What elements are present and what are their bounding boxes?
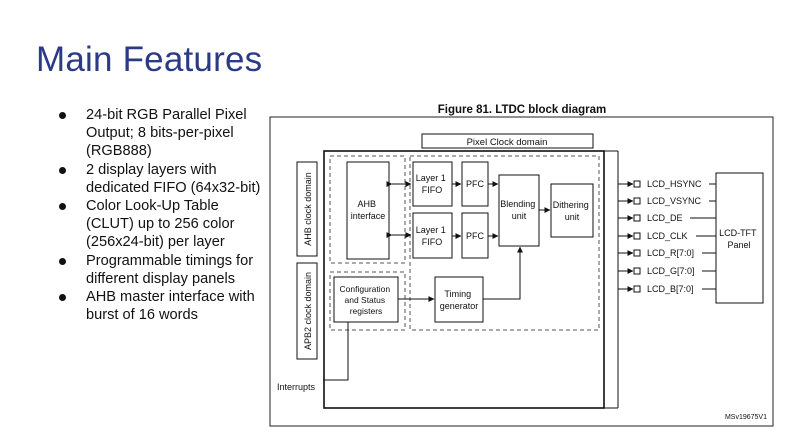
ltdc-main-box <box>323 150 605 409</box>
config-label-line: Configuration <box>340 284 391 294</box>
ahb-interface-line: interface <box>351 211 386 221</box>
slide-title: Main Features <box>36 40 263 79</box>
dithering-label-line: unit <box>565 212 580 222</box>
feature-text: AHB master interface with burst of 16 wo… <box>86 289 255 324</box>
dithering-label-line: Dithering <box>553 200 589 210</box>
output-bus <box>604 150 634 409</box>
timing-generator-label: Timing generator <box>440 289 479 311</box>
bullet-dot-icon <box>59 203 66 211</box>
figure-ref-code: MSv19675V1 <box>725 414 767 421</box>
apb2-domain-region <box>329 271 406 331</box>
dithering-unit-block <box>550 183 594 238</box>
signal-g: LCD_G[7:0] <box>647 266 695 276</box>
panel-connections <box>690 183 716 290</box>
pixel-clock-domain-box <box>421 133 594 149</box>
fifo-label-line: FIFO <box>422 185 443 195</box>
config-label-line: registers <box>350 306 383 316</box>
feature-text: 24-bit RGB Parallel Pixel Output; 8 bits… <box>86 107 247 160</box>
pixel-domain-region <box>409 155 600 331</box>
signal-labels: LCD_HSYNC LCD_VSYNC LCD_DE LCD_CLK LCD_R… <box>647 179 702 294</box>
timing-label-line: generator <box>440 301 479 311</box>
fifo-label-line: FIFO <box>422 237 443 247</box>
feature-text: Programmable timings for different displ… <box>86 252 254 287</box>
ahb-interface-block <box>346 161 390 260</box>
apb2-clock-domain-box <box>296 262 318 360</box>
feature-text: Color Look-Up Table (CLUT) up to 256 col… <box>86 198 235 251</box>
feature-item: 24-bit RGB Parallel Pixel Output; 8 bits… <box>56 106 261 161</box>
blending-unit-label: Blending unit <box>500 199 538 221</box>
signal-hsync: LCD_HSYNC <box>647 179 702 189</box>
fifo-label-line: Layer 1 <box>416 225 446 235</box>
signal-vsync: LCD_VSYNC <box>647 196 702 206</box>
apb2-clock-domain-label: APB2 clock domain <box>303 272 313 350</box>
pfc-top-block <box>461 161 489 207</box>
blending-label-line: unit <box>512 211 527 221</box>
layer1-fifo-bottom <box>412 212 453 259</box>
blending-label-line: Blending <box>500 199 535 209</box>
fifo-label-line: Layer 1 <box>416 173 446 183</box>
figure-caption: Figure 81. LTDC block diagram <box>438 104 607 116</box>
pfc-bottom-label: PFC <box>466 231 485 241</box>
figure-frame <box>269 116 774 427</box>
ahb-clock-domain-box <box>296 161 318 257</box>
ahb-domain-region <box>329 155 406 264</box>
data-path-arrows <box>323 181 551 381</box>
timing-label-line: Timing <box>444 289 471 299</box>
pixel-clock-domain-label: Pixel Clock domain <box>467 137 548 148</box>
feature-text: 2 display layers with dedicated FIFO (64… <box>86 161 261 196</box>
layer1-fifo-top-label: Layer 1 FIFO <box>416 173 449 195</box>
config-status-label: Configuration and Status registers <box>340 284 393 316</box>
pfc-top-label: PFC <box>466 179 485 189</box>
feature-item: 2 display layers with dedicated FIFO (64… <box>56 161 261 197</box>
dithering-unit-label: Dithering unit <box>553 200 592 222</box>
signal-b: LCD_B[7:0] <box>647 284 694 294</box>
panel-label-line: Panel <box>727 240 750 250</box>
bullet-dot-icon <box>59 166 66 174</box>
signal-r: LCD_R[7:0] <box>647 248 694 258</box>
pfc-bottom-block <box>461 212 489 259</box>
config-label-line: and Status <box>344 295 385 305</box>
lcd-tft-panel-label: LCD-TFT Panel <box>719 228 759 250</box>
panel-label-line: LCD-TFT <box>719 228 757 238</box>
interrupts-label: Interrupts <box>277 382 316 392</box>
feature-item: Color Look-Up Table (CLUT) up to 256 col… <box>56 197 261 252</box>
output-pins <box>633 180 641 293</box>
layer1-fifo-bottom-label: Layer 1 FIFO <box>416 225 449 247</box>
ahb-interface-label: AHB interface <box>351 199 386 221</box>
bullet-dot-icon <box>59 112 66 119</box>
signal-de: LCD_DE <box>647 213 683 223</box>
ahb-clock-domain-label: AHB clock domain <box>303 172 313 246</box>
feature-list: 24-bit RGB Parallel Pixel Output; 8 bits… <box>56 106 261 324</box>
feature-item: Programmable timings for different displ… <box>56 252 261 288</box>
config-status-block <box>333 276 399 323</box>
bullet-dot-icon <box>59 257 66 265</box>
ahb-interface-line: AHB <box>357 199 376 209</box>
layer1-fifo-top <box>412 161 453 207</box>
signal-clk: LCD_CLK <box>647 231 688 241</box>
bullet-dot-icon <box>59 294 66 302</box>
lcd-tft-panel <box>715 172 764 304</box>
feature-item: AHB master interface with burst of 16 wo… <box>56 288 261 324</box>
timing-generator-block <box>434 276 484 323</box>
